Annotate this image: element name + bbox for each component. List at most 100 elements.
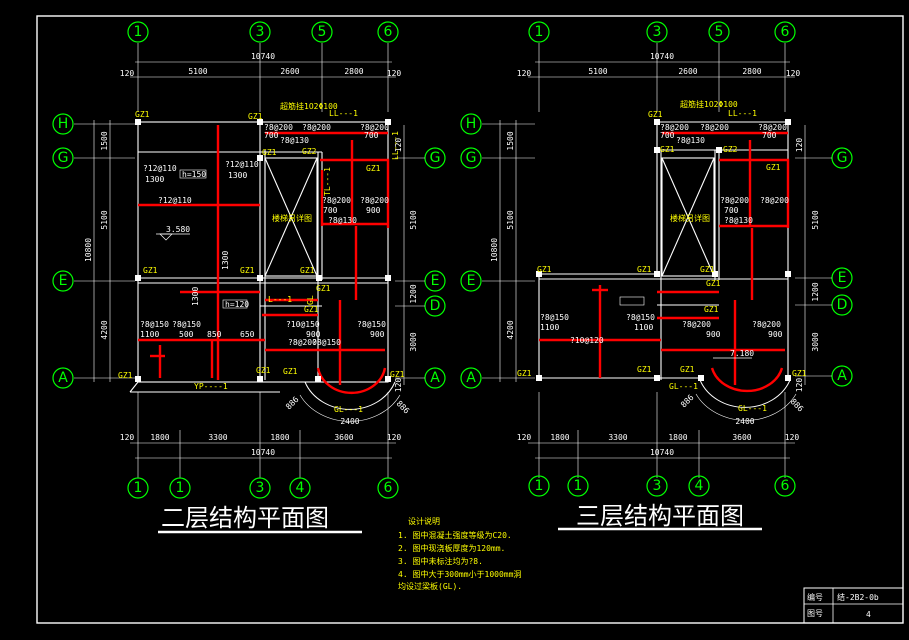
column-tag: GZ1 (637, 265, 652, 274)
rebar-note: ?8@200 (760, 196, 789, 205)
axis-label: E (59, 273, 68, 289)
axis-label: 1 (134, 480, 143, 496)
dim-text: 120 (394, 138, 403, 153)
beam-tag: TL---1 (323, 167, 332, 196)
bottom-dimensions (130, 392, 396, 478)
rebar-note: ?8@200 (660, 123, 689, 132)
dim-text: 1500 (100, 131, 109, 150)
top-note: 超筋挂1O2Φ100 (680, 99, 738, 109)
rebar-note: ?8@130 (328, 216, 357, 225)
bottom-axis-bubbles: 1 1 3 4 6 (127, 477, 399, 499)
rebar-note: ?8@130 (280, 136, 309, 145)
title-block: 编号 图号 结-2B2-0b 4 (803, 587, 904, 624)
rebar-note: ?8@200 (288, 338, 317, 347)
column-tag: GZ1 (680, 365, 695, 374)
axis-label: 5 (318, 24, 327, 40)
curve-dim: 886 (789, 397, 806, 414)
dim-text: 1800 (668, 433, 687, 442)
length-note: 1300 (221, 251, 230, 270)
dim-text: 1200 (409, 284, 418, 303)
column-tag: GZ1 (283, 367, 298, 376)
length-note: 1100 (634, 323, 653, 332)
axis-label: 6 (384, 24, 393, 40)
bottom-axis-bubbles: 1 1 3 4 6 (528, 475, 796, 497)
axis-label: 3 (256, 480, 265, 496)
beam-tag: GL---1 (669, 382, 698, 391)
dim-total-top: 10740 (650, 52, 674, 61)
axis-label: 3 (653, 24, 662, 40)
dim-text: 120 (120, 69, 135, 78)
note-line: 3. 图中未标注均为?8. (398, 556, 483, 566)
dim-text: 120 (387, 433, 402, 442)
rebar-note: ?8@200 (360, 123, 389, 132)
rebar-note: ?8@150 (140, 320, 169, 329)
plan-title: 三层结构平面图 (576, 502, 744, 530)
length-note: 700 (762, 131, 777, 140)
top-dimensions (130, 43, 396, 112)
bottom-dimensions (528, 392, 795, 478)
rebar-note: ?12@110 (225, 160, 259, 169)
stair-note: 楼梯另详图 (272, 213, 312, 223)
length-note: 700 (364, 131, 379, 140)
dim-text: 120 (517, 69, 532, 78)
slab-tag: h=150 (182, 170, 206, 179)
note-line: 2. 图中现浇板厚度为120mm. (398, 543, 505, 553)
column-tag: GZ1 (304, 305, 319, 314)
length-note: 900 (306, 330, 321, 339)
beam-tag: GL---1 (334, 405, 363, 414)
right-axis-bubbles: G E D A (831, 147, 853, 387)
top-note: 超筋挂1O2Φ100 (280, 101, 338, 111)
dim-total-bottom: 10740 (650, 448, 674, 457)
length-note: 1300 (191, 287, 200, 306)
dim-text: 2600 (678, 67, 697, 76)
column-tag: GZ1 (637, 365, 652, 374)
note-line: 4. 图中大于300mm小于1000mm洞 (398, 569, 521, 579)
column-tag: GZ1 (316, 284, 331, 293)
column-tag: GZ1 (660, 145, 675, 154)
dim-text: 1500 (506, 131, 515, 150)
axis-label: 1 (176, 480, 185, 496)
dim-text: 120 (387, 69, 402, 78)
dim-text: 4200 (100, 320, 109, 339)
floor-level: 3.580 (166, 225, 190, 234)
plan-title: 二层结构平面图 (161, 504, 329, 532)
drawing-number: 结-2B2-0b (837, 592, 879, 602)
rebar-note: ?8@200 (360, 196, 389, 205)
beams (138, 125, 390, 395)
column-tag: GZ1 (700, 265, 715, 274)
curved-wall (304, 381, 396, 410)
dim-total-left: 10800 (490, 238, 499, 262)
axis-label: A (837, 368, 847, 384)
dim-text: 120 (785, 433, 800, 442)
notes-heading: 设计说明 (408, 516, 440, 526)
dim-text: 120 (394, 378, 403, 393)
axis-label: 1 (134, 24, 143, 40)
curve-dim: 886 (284, 395, 301, 412)
length-note: 700 (323, 206, 338, 215)
left-dimensions (74, 120, 135, 382)
dim-text: 5100 (588, 67, 607, 76)
axis-label: E (431, 273, 440, 289)
beam-tag: LL---1 (329, 109, 358, 118)
dim-text: 1800 (270, 433, 289, 442)
dim-text: 4200 (506, 320, 515, 339)
dim-text: 3600 (334, 433, 353, 442)
dim-text: 1800 (150, 433, 169, 442)
axis-label: A (466, 370, 476, 386)
slab-tag: h=120 (225, 300, 249, 309)
beam-tag: YP----1 (194, 382, 228, 391)
length-note: 1100 (140, 330, 159, 339)
dim-text: 3000 (409, 332, 418, 351)
beam-tag: GL (306, 295, 315, 305)
dim-text: 3300 (608, 433, 627, 442)
rebar-note: ?12@110 (158, 196, 192, 205)
axis-label: D (430, 298, 441, 314)
dim-total-left: 10800 (84, 238, 93, 262)
rebar-note: ?8@150 (626, 313, 655, 322)
column-tag: GZ1 (300, 266, 315, 275)
rebar-note: ?10@150 (286, 320, 320, 329)
column-tag: GZ1 (248, 112, 263, 121)
axis-label: 1 (535, 478, 544, 494)
column-tag: GZ1 (704, 305, 719, 314)
length-note: 1100 (540, 323, 559, 332)
